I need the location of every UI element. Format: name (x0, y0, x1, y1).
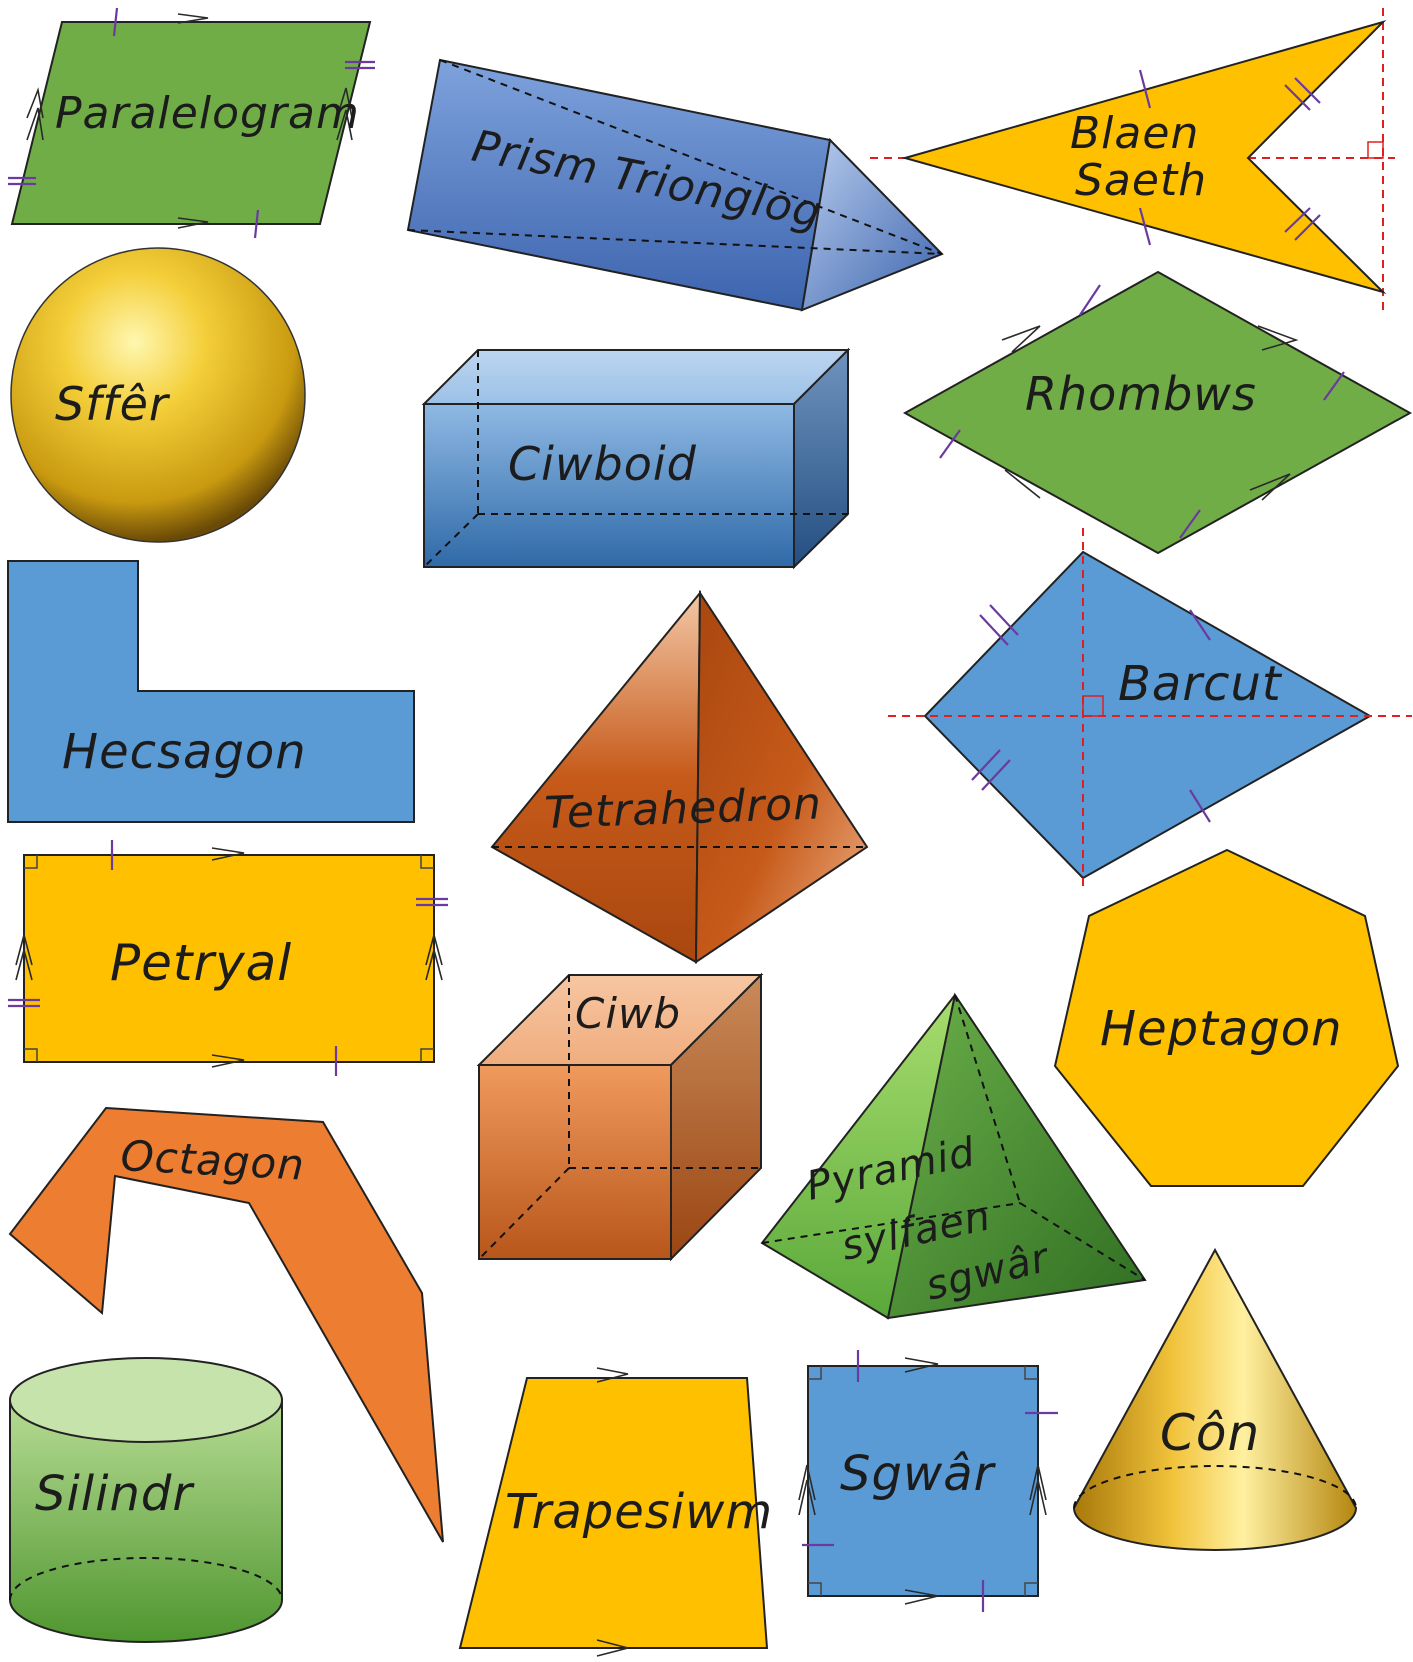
pyramid-shape: Pyramid sylfaen sgwâr (760, 992, 1147, 1320)
arrowhead-shape: Blaen Saeth (870, 8, 1395, 312)
kite-label: Barcut (1118, 656, 1283, 712)
tetrahedron-label: Tetrahedron (544, 778, 823, 839)
triangular-prism-shape: Prism Trionglog (406, 58, 944, 312)
cube-shape: Ciwb (476, 972, 764, 1262)
parallelogram-shape: Paralelogram (8, 7, 375, 239)
hexagon-shape: Hecsagon (7, 560, 415, 823)
cuboid-label: Ciwboid (508, 437, 697, 491)
cuboid-shape: Ciwboid (421, 347, 851, 570)
trapezium-shape: Trapesiwm (458, 1367, 773, 1657)
arrowhead-label-line1: Blaen (1070, 108, 1199, 159)
sphere-label: Sffêr (55, 377, 171, 431)
trapezium-label: Trapesiwm (505, 1484, 773, 1540)
cube-label: Ciwb (575, 989, 681, 1038)
heptagon-shape: Heptagon (1053, 848, 1400, 1187)
sphere-shape: Sffêr (10, 247, 306, 543)
rhombus-label: Rhombws (1025, 367, 1257, 421)
square-shape: Sgwâr (798, 1350, 1058, 1612)
kite-shape: Barcut (888, 528, 1412, 888)
octagon-shape: Octagon (8, 1106, 444, 1543)
rectangle-label: Petryal (110, 934, 292, 992)
cone-label: Côn (1160, 1404, 1260, 1462)
square-label: Sgwâr (840, 1446, 997, 1502)
cone-shape: Côn (1072, 1247, 1358, 1551)
parallelogram-label: Paralelogram (55, 88, 360, 139)
octagon-label: Octagon (119, 1131, 306, 1190)
heptagon-label: Heptagon (1100, 1001, 1343, 1057)
hexagon-label: Hecsagon (62, 724, 307, 780)
tetrahedron-shape: Tetrahedron (490, 589, 869, 964)
cylinder-shape: Silindr (9, 1357, 283, 1643)
cylinder-label: Silindr (35, 1466, 195, 1522)
rhombus-shape: Rhombws (902, 270, 1413, 555)
arrowhead-label-line2: Saeth (1075, 155, 1207, 206)
rectangle-shape: Petryal (8, 840, 448, 1076)
